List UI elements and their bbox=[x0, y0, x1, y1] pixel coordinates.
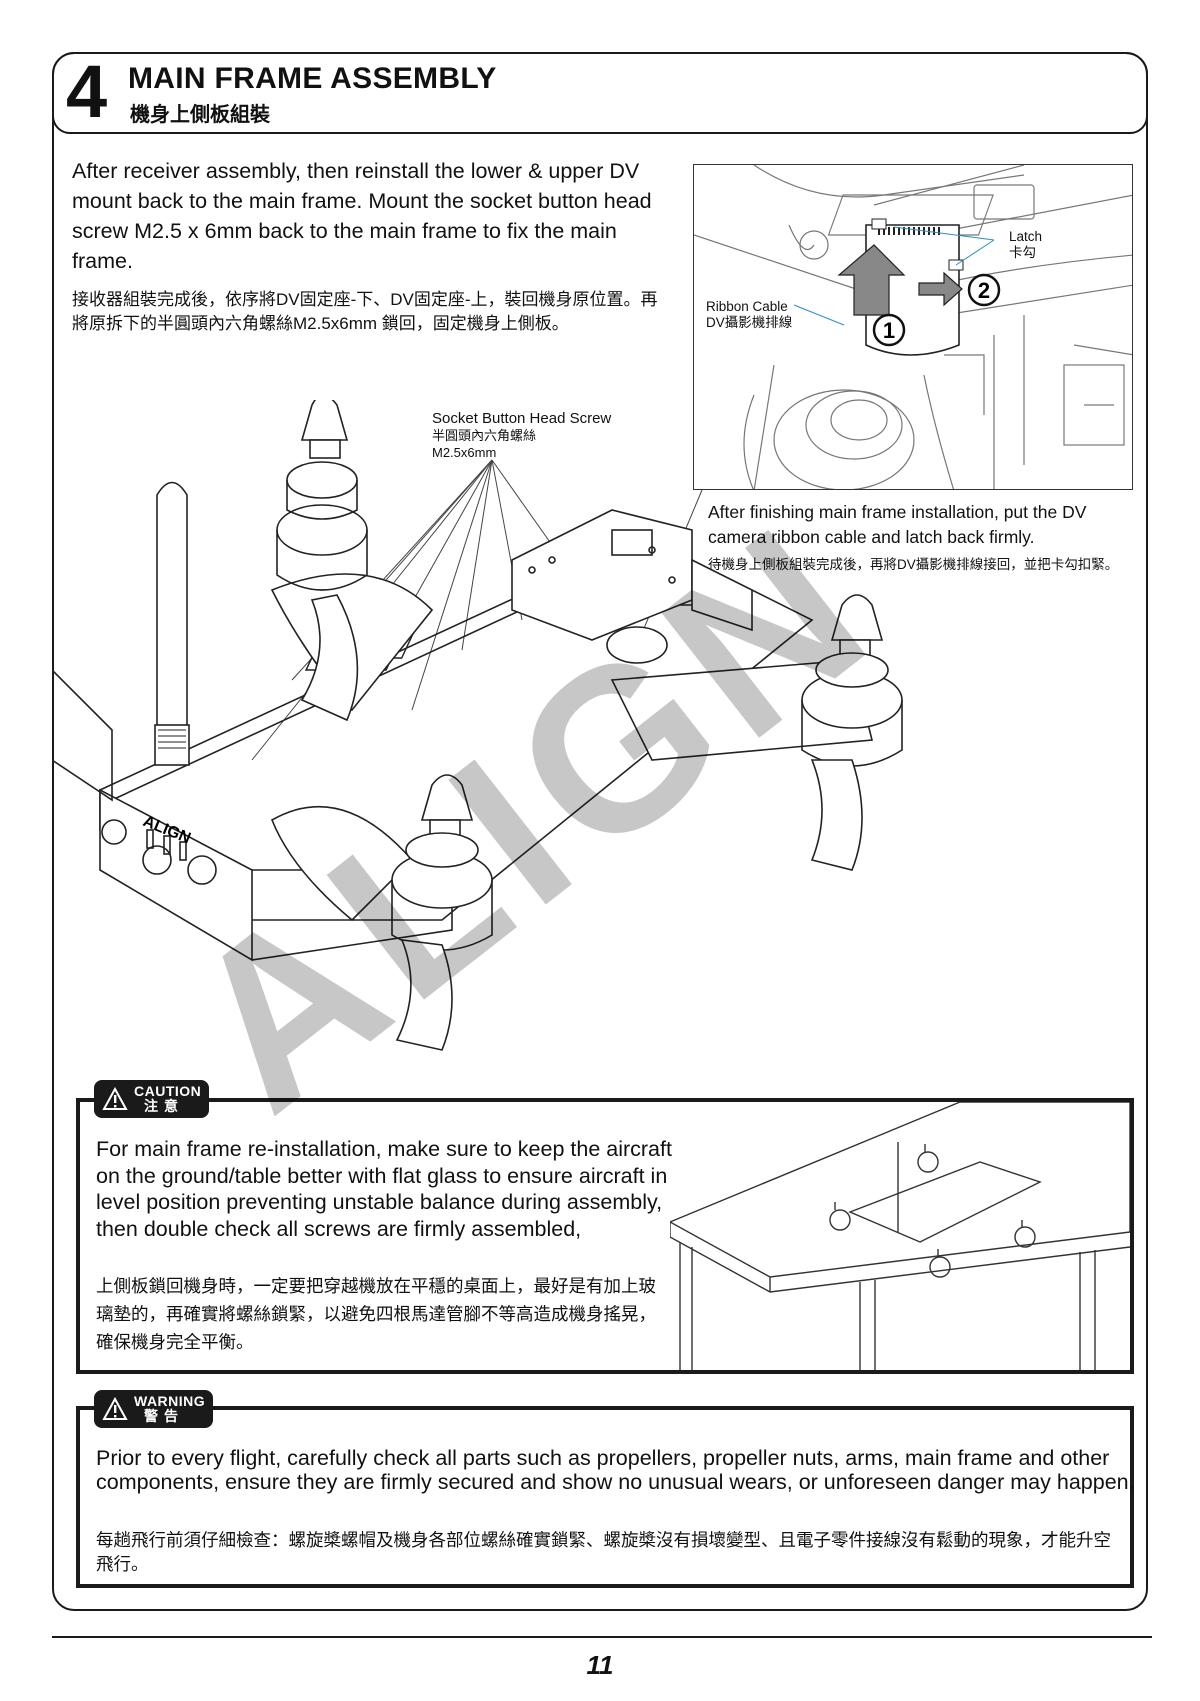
ribbon-cable-label-en: Ribbon Cable bbox=[706, 299, 788, 314]
intro-text-english: After receiver assembly, then reinstall … bbox=[72, 159, 652, 273]
ribbon-cable-detail-illustration: 1 2 Latch 卡勾 Ribbon Cable DV攝影機排線 bbox=[693, 164, 1133, 490]
warning-tag-zh: 警告 bbox=[144, 1408, 184, 1424]
section-header bbox=[52, 52, 1148, 134]
screw-callout: Socket Button Head Screw 半圓頭內六角螺絲 M2.5x6… bbox=[432, 410, 611, 461]
footer-rule bbox=[52, 1636, 1152, 1638]
page-number: 11 bbox=[586, 1650, 614, 1680]
screw-callout-size: M2.5x6mm bbox=[432, 445, 497, 460]
warning-box bbox=[76, 1406, 1134, 1588]
warning-tag: WARNING 警告 bbox=[94, 1390, 214, 1428]
caution-tag-zh: 注意 bbox=[144, 1098, 184, 1114]
warning-text-chinese: 每趟飛行前須仔細檢查：螺旋槳螺帽及機身各部位螺絲確實鎖緊、螺旋槳沒有損壞變型、且… bbox=[96, 1530, 1111, 1574]
warning-tag-en: WARNING bbox=[134, 1393, 206, 1409]
warning-triangle-icon bbox=[102, 1397, 128, 1420]
warning-triangle-icon bbox=[102, 1087, 128, 1110]
latch-label-en: Latch bbox=[1009, 229, 1043, 244]
latch-label: Latch 卡勾 bbox=[1009, 229, 1042, 261]
motor-top-left bbox=[276, 400, 368, 722]
step-2-label: 2 bbox=[978, 278, 990, 303]
latch-label-zh: 卡勾 bbox=[1009, 245, 1036, 260]
motor-front bbox=[391, 774, 493, 1051]
ribbon-cable-detail-drawing: 1 2 bbox=[694, 165, 1132, 489]
caution-tag-en: CAUTION bbox=[134, 1083, 202, 1099]
table-illustration bbox=[670, 1102, 1130, 1370]
inset-caption-chinese: 待機身上側板組裝完成後，再將DV攝影機排線接回，並把卡勾扣緊。 bbox=[708, 557, 1119, 572]
screw-callout-en: Socket Button Head Screw bbox=[432, 410, 612, 427]
step-2-marker bbox=[967, 273, 1001, 307]
caution-box bbox=[76, 1098, 1134, 1374]
step-number: 4 bbox=[66, 50, 108, 133]
motor-right bbox=[801, 594, 903, 871]
step-1-label: 1 bbox=[883, 318, 895, 343]
intro-text-chinese: 接收器組裝完成後，依序將DV固定座-下、DV固定座-上，裝回機身原位置。再將原拆… bbox=[72, 290, 658, 333]
step-1-marker bbox=[872, 313, 906, 347]
ribbon-cable-label-zh: DV攝影機排線 bbox=[706, 315, 793, 330]
caution-text-english: For main frame re-installation, make sur… bbox=[96, 1137, 672, 1241]
caution-tag: CAUTION 注意 bbox=[94, 1080, 210, 1118]
inset-caption-english: After finishing main frame installation,… bbox=[708, 502, 1087, 547]
section-title-chinese: 機身上側板組裝 bbox=[130, 104, 270, 126]
caution-text-chinese: 上側板鎖回機身時，一定要把穿越機放在平穩的桌面上，最好是有加上玻璃墊的，再確實將… bbox=[96, 1276, 656, 1352]
section-title: MAIN FRAME ASSEMBLY bbox=[128, 62, 497, 95]
ribbon-cable-label: Ribbon Cable DV攝影機排線 bbox=[706, 299, 792, 331]
main-frame-assembly-drawing: ALIGN bbox=[52, 400, 903, 1051]
screw-callout-zh: 半圓頭內六角螺絲 bbox=[432, 428, 537, 443]
warning-text-english: Prior to every flight, carefully check a… bbox=[96, 1446, 1135, 1494]
